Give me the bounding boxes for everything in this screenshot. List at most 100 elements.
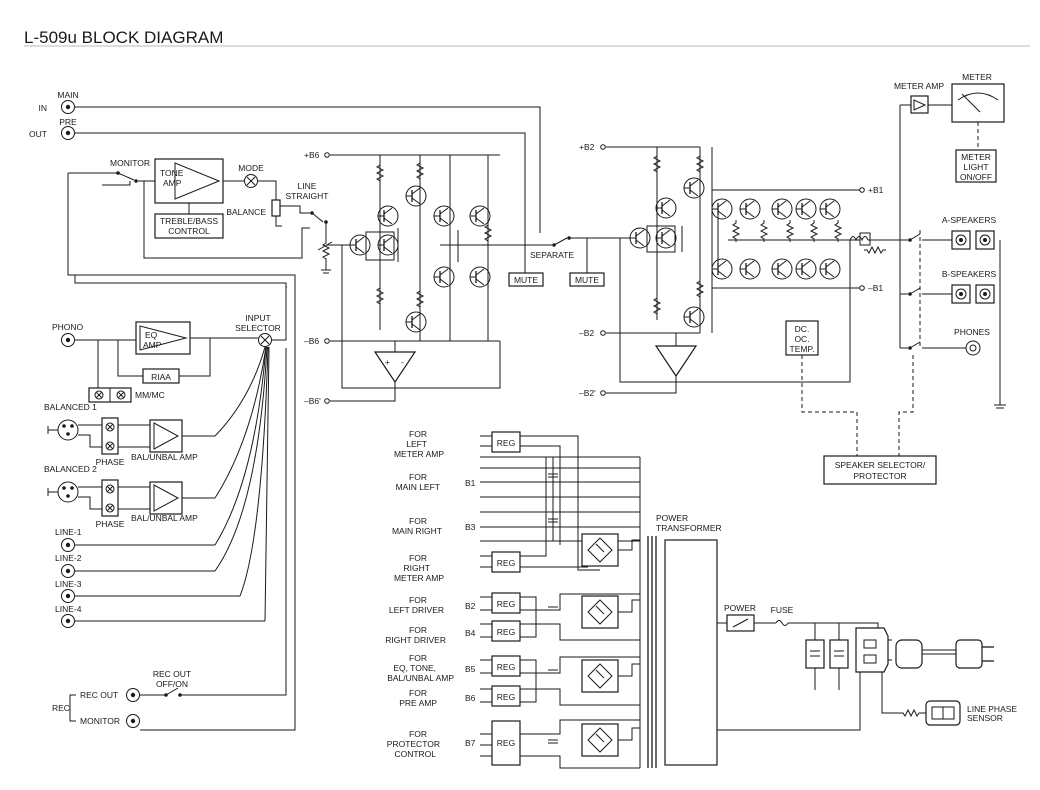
power-transformer-label-2: TRANSFORMER	[656, 523, 722, 533]
mm-mc-label: MM/MC	[135, 390, 165, 400]
phones-label: PHONES	[954, 327, 990, 337]
line-phase-sensor-icon	[925, 700, 961, 726]
phones-jack-icon	[965, 340, 981, 356]
svg-text:FOR: FOR	[409, 688, 427, 698]
separate-label: SEPARATE	[530, 250, 574, 260]
svg-text:RIGHT: RIGHT	[404, 563, 430, 573]
rail-minus-b1: –B1	[868, 283, 883, 293]
rec-label: REC	[52, 703, 70, 713]
pre-out-line	[75, 132, 526, 243]
phase-label-1: PHASE	[96, 457, 125, 467]
diagram-title: L-509u BLOCK DIAGRAM	[24, 28, 223, 47]
in-label: IN	[39, 103, 48, 113]
svg-text:REG: REG	[497, 438, 515, 448]
input-selector-label-1: INPUT	[245, 313, 271, 323]
rail-minus-b6: –B6	[304, 336, 319, 346]
svg-text:FOR: FOR	[409, 625, 427, 635]
b3-label: B3	[465, 522, 476, 532]
svg-text:LEFT: LEFT	[406, 439, 427, 449]
mode-switch-icon	[244, 174, 258, 188]
phono-jack	[61, 333, 75, 347]
line-filter-caps	[805, 623, 849, 690]
svg-text:REG: REG	[497, 599, 515, 609]
balance-label: BALANCE	[226, 207, 266, 217]
main-label: MAIN	[57, 90, 78, 100]
meter-icon	[951, 83, 1005, 123]
line-label: LINE	[298, 181, 317, 191]
xlr-1-icon	[47, 419, 79, 441]
mm-mc-switch	[88, 387, 132, 403]
svg-text:-: -	[401, 357, 404, 367]
mute-block-2	[569, 272, 605, 287]
phase-1-switch	[101, 417, 119, 455]
mode-label: MODE	[238, 163, 264, 173]
rec-out-label: REC OUT	[80, 690, 118, 700]
b-speakers-label: B-SPEAKERS	[942, 269, 997, 279]
treble-bass-label-2: CONTROL	[168, 226, 210, 236]
pre-label: PRE	[59, 117, 77, 127]
svg-text:FOR: FOR	[409, 429, 427, 439]
power-transformer-label-1: POWER	[656, 513, 688, 523]
main-in-line	[75, 106, 541, 233]
svg-text:METER AMP: METER AMP	[394, 449, 444, 459]
rail-minus-b6p: –B6'	[304, 396, 321, 406]
rectifier-bridges	[581, 533, 640, 757]
bal-unbal-amp-2-block	[149, 481, 183, 515]
svg-text:REG: REG	[497, 558, 515, 568]
power-transformer-icon	[647, 536, 718, 768]
svg-text:EQ, TONE,: EQ, TONE,	[393, 663, 436, 673]
mute-label-1: MUTE	[514, 275, 538, 285]
mute-block-1	[508, 272, 544, 287]
svg-text:FOR: FOR	[409, 516, 427, 526]
pre-out-jack	[61, 126, 75, 140]
b6-label: B6	[465, 693, 476, 703]
phono-label: PHONO	[52, 322, 84, 332]
input-selector-icon	[258, 333, 272, 347]
svg-text:FOR: FOR	[409, 595, 427, 605]
b-speakers-terminals	[951, 284, 995, 304]
svg-text:FOR: FOR	[409, 729, 427, 739]
line4-jack	[61, 614, 75, 628]
meter-light-label-1: METER	[961, 152, 991, 162]
riaa-label: RIAA	[151, 372, 171, 382]
power-feedback-amp	[654, 345, 698, 378]
out-label: OUT	[29, 129, 47, 139]
output-transistor-bank	[711, 189, 860, 289]
svg-text:METER AMP: METER AMP	[394, 573, 444, 583]
supply-wiring	[480, 435, 641, 769]
a-speakers-terminals	[951, 230, 995, 250]
meter-light-label-3: ON/OFF	[960, 172, 992, 182]
svg-text:LEFT DRIVER: LEFT DRIVER	[389, 605, 444, 615]
svg-text:MAIN LEFT: MAIN LEFT	[396, 482, 440, 492]
supply-main-right: FOR MAIN RIGHT	[392, 516, 442, 536]
rec-out-switch-label-2: OFF/ON	[156, 679, 188, 689]
dc-label: DC.	[795, 324, 810, 334]
balanced2-label: BALANCED 2	[44, 464, 97, 474]
line3-jack	[61, 589, 75, 603]
rec-out-switch-label-1: REC OUT	[153, 669, 191, 679]
rail-plus-b2: +B2	[579, 142, 595, 152]
svg-text:REG: REG	[497, 662, 515, 672]
svg-text:CONTROL: CONTROL	[394, 749, 436, 759]
dc-oc-temp-block	[785, 320, 819, 356]
treble-bass-label-1: TREBLE/BASS	[160, 216, 218, 226]
svg-text:MAIN RIGHT: MAIN RIGHT	[392, 526, 442, 536]
mute-label-2: MUTE	[575, 275, 599, 285]
svg-text:PRE AMP: PRE AMP	[399, 698, 437, 708]
power-amp-transistors	[629, 147, 719, 333]
output-coil	[849, 232, 900, 254]
tone-amp-label-2: AMP	[163, 178, 182, 188]
b2-label: B2	[465, 601, 476, 611]
rail-minus-b2: –B2	[579, 328, 594, 338]
svg-text:BAL/UNBAL AMP: BAL/UNBAL AMP	[387, 673, 454, 683]
meter-light-label-2: LIGHT	[963, 162, 988, 172]
supply-right-driver: FOR RIGHT DRIVER	[385, 625, 446, 645]
rec-monitor-jack	[126, 714, 140, 728]
pre-feedback-amp	[373, 351, 417, 384]
rail-plus-b1: +B1	[868, 185, 884, 195]
rail-minus-b2p: –B2'	[579, 388, 596, 398]
input-selector-fan	[214, 346, 270, 622]
bal-unbal-label-1: BAL/UNBAL AMP	[131, 452, 198, 462]
line2-label: LINE-2	[55, 553, 82, 563]
